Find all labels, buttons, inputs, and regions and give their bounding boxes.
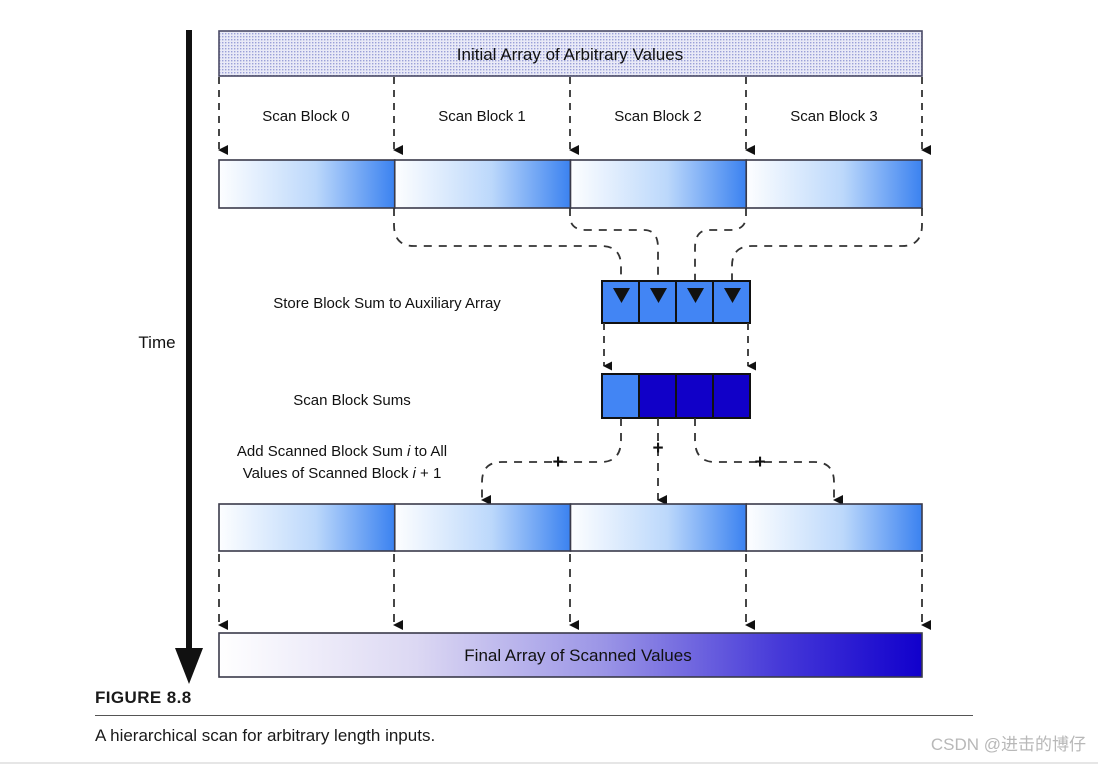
initial-array-bar [218,30,923,77]
plus-icon-0: + [552,452,563,473]
figure-caption-block: FIGURE 8.8 A hierarchical scan for arbit… [95,688,1000,746]
scanned-block-sums-array [601,373,751,419]
aux-to-sums-connectors [603,323,756,371]
time-axis [175,30,203,684]
caption-divider [95,715,973,716]
figure-number: FIGURE 8.8 [95,688,192,707]
scan-block-label-3: Scan Block 3 [790,108,878,125]
block-gradient-bar [218,503,923,552]
final-array-label: Final Array of Scanned Values [464,646,691,665]
final-array-bar [218,632,923,678]
csdn-watermark: CSDN @进击的博仔 [930,735,1086,754]
figure-caption-text: A hierarchical scan for arbitrary length… [95,726,436,745]
page-bottom-rule [0,762,1098,764]
aux-cell-down-arrow-icon [613,288,741,303]
block-sum-routing-connectors [393,208,923,281]
stage-label-scan-block-sums: Scan Block Sums [293,392,411,409]
plus-symbols: + + + [552,438,765,473]
plus-icon-2: + [754,452,765,473]
scan-block-label-1: Scan Block 1 [438,108,526,125]
blocks-to-final-connectors [218,554,931,630]
scanned-blocks-bar [218,159,923,209]
scan-block-labels: Scan Block 0 Scan Block 1 Scan Block 2 S… [262,108,878,125]
initial-array-label: Initial Array of Arbitrary Values [457,45,683,64]
auxiliary-array [601,280,751,324]
scan-block-label-0: Scan Block 0 [262,108,350,125]
stage-label-add-scanned-block-sum: Add Scanned Block Sum i to All Values of… [237,443,447,482]
time-axis-label: Time [138,333,175,352]
add-stage-line-2: Values of Scanned Block i + 1 [243,465,442,482]
plus-icon-1: + [652,438,663,459]
scan-block-label-2: Scan Block 2 [614,108,702,125]
add-stage-line-1: Add Scanned Block Sum i to All [237,443,447,460]
add-stage-connectors [481,418,843,505]
stage-label-store-block-sum: Store Block Sum to Auxiliary Array [273,295,501,312]
